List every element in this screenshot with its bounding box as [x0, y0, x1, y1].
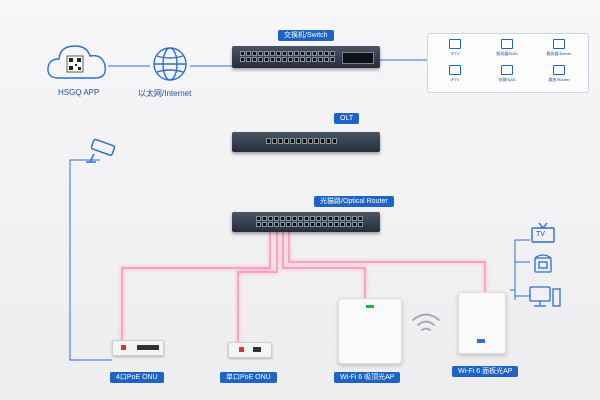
ap-panel-label: Wi-Fi 6 面板光AP [452, 366, 519, 377]
onu-ports [137, 345, 159, 350]
globe-icon [153, 47, 187, 81]
switch-device [232, 46, 380, 68]
app-label: HSGQ APP [58, 88, 100, 97]
service-tile: 服务器/NAS [486, 39, 528, 61]
camera-icon [86, 138, 116, 163]
ceiling-ap [338, 298, 402, 364]
onu-port [121, 345, 126, 350]
internet-label: 以太网/Internet [138, 89, 192, 98]
olt-label: OLT [334, 113, 360, 124]
router-icon [553, 65, 565, 75]
olt-device [232, 132, 380, 152]
tv-label: TV [536, 231, 545, 238]
onu-port [253, 347, 261, 352]
olt-ports [266, 138, 337, 144]
panel-ap [458, 292, 506, 354]
phone [532, 252, 554, 274]
storage-icon [501, 65, 513, 75]
service-panel: IPTV 服务器/NAS 服务器/Server IPTV 存储/NAS 路由/R… [427, 33, 589, 93]
phone-icon [534, 254, 552, 273]
onu4-label: 4口PoE ONU [110, 372, 164, 383]
service-tile: 服务器/Server [538, 39, 580, 61]
ap-port [477, 339, 485, 343]
tv-icon [449, 39, 461, 49]
monitor-icon [553, 39, 565, 49]
wifi-icon [412, 313, 440, 331]
ap-ceiling-label: Wi-Fi 6 吸顶光AP [334, 372, 401, 383]
app-cloud [45, 38, 111, 86]
camera [82, 138, 118, 166]
service-tile: 存储/NAS [486, 65, 528, 87]
optical-router-device [232, 212, 380, 232]
onu-4port [112, 340, 164, 356]
iptv-box-icon [449, 65, 461, 75]
onu1-label: 单口PoE ONU [220, 372, 277, 383]
computer-icon [529, 286, 561, 307]
service-tile: IPTV [434, 39, 476, 61]
switch-uplinks [342, 52, 374, 64]
switch-ports [240, 51, 335, 62]
onu-port [239, 347, 244, 352]
tv: TV [530, 222, 556, 244]
onu-1port [228, 342, 272, 358]
optical-router-ports [256, 216, 363, 227]
service-tile: 路由/Router [538, 65, 580, 87]
switch-label: 交换机/Switch [278, 30, 334, 41]
computer [528, 284, 562, 310]
internet-globe [150, 44, 190, 84]
ap-led [366, 305, 374, 308]
optical-router-label: 光猫路/Optical Router [314, 196, 394, 207]
server-icon [501, 39, 513, 49]
cloud-icon [47, 45, 106, 79]
service-tile: IPTV [434, 65, 476, 87]
wifi-symbol [410, 310, 442, 336]
tv-icon [531, 222, 555, 243]
